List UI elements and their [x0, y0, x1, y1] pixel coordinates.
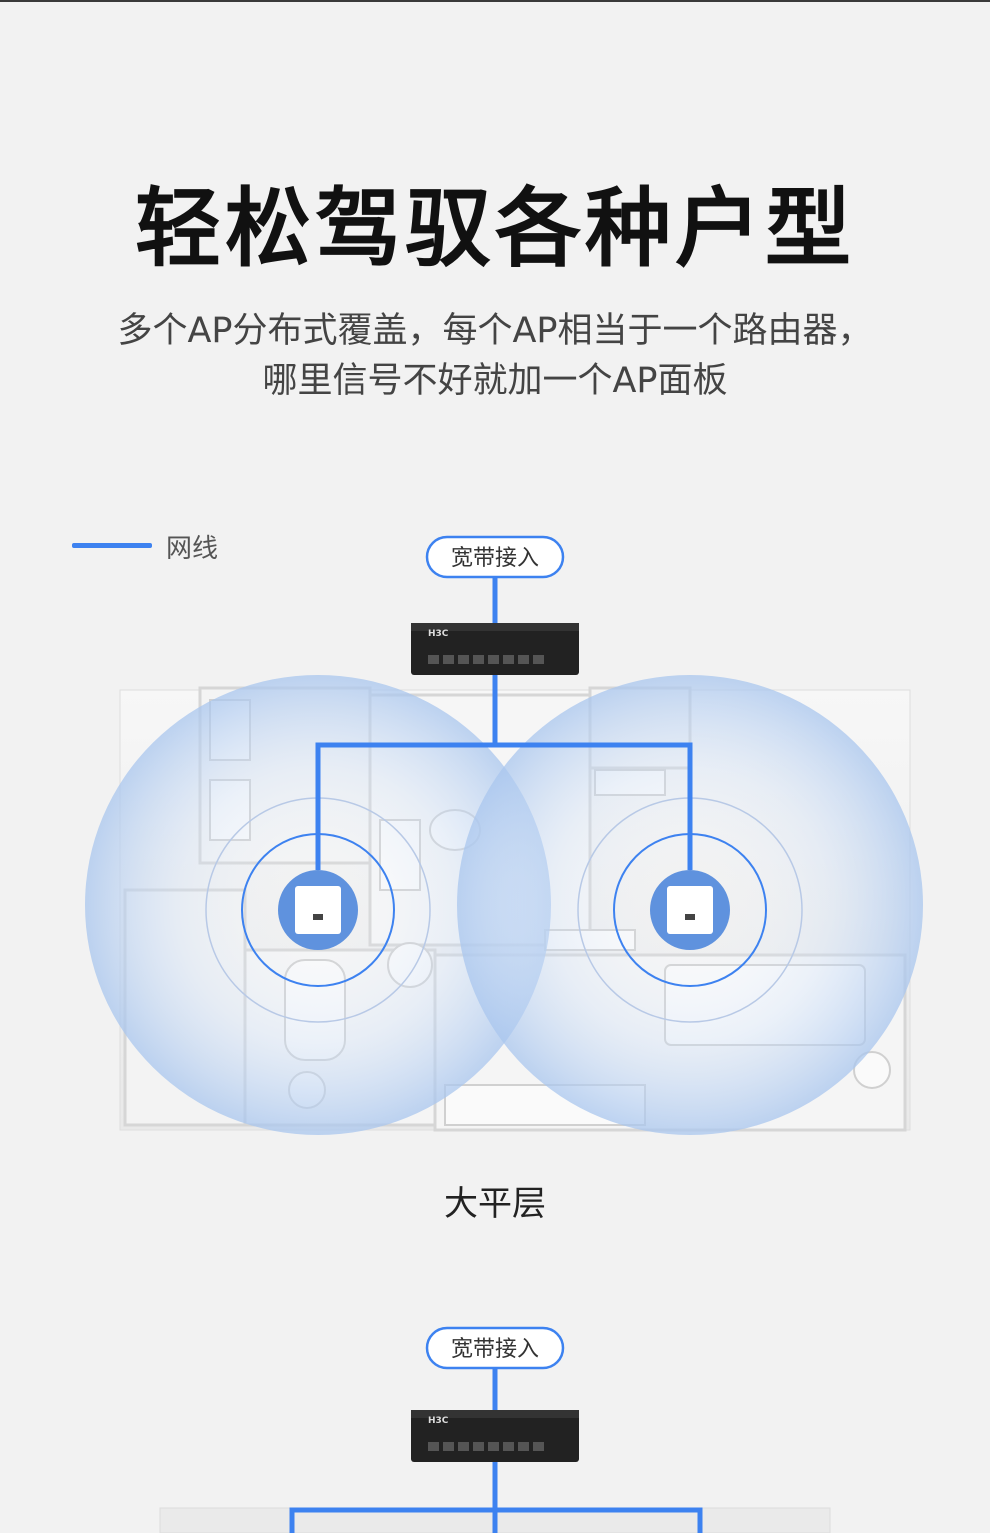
- switch-brand-label-2: H3C: [428, 1416, 449, 1426]
- top-border-line: [0, 0, 990, 2]
- network-switch-2: H3C: [411, 1410, 579, 1462]
- broadband-label-2: 宽带接入: [451, 1337, 539, 1362]
- cable-network: [315, 675, 693, 870]
- ap-panel-right: [650, 870, 730, 950]
- page-title: 轻松驾驭各种户型: [135, 179, 855, 279]
- switch-brand-label: H3C: [428, 629, 449, 639]
- ap-panel-left: [278, 870, 358, 950]
- broadband-node-2: 宽带接入: [425, 1326, 565, 1370]
- floorplan-caption: 大平层: [444, 1184, 546, 1224]
- broadband-label: 宽带接入: [451, 546, 539, 571]
- cable-network-2: [289, 1462, 703, 1533]
- network-switch: H3C: [411, 623, 579, 675]
- legend-cable-label: 网线: [166, 534, 219, 564]
- subtitle-line-1: 多个AP分布式覆盖，每个AP相当于一个路由器，: [117, 311, 873, 351]
- legend-cable-swatch: [72, 543, 152, 548]
- subtitle-line-2: 哪里信号不好就加一个AP面板: [262, 361, 728, 401]
- broadband-node: 宽带接入: [425, 535, 565, 579]
